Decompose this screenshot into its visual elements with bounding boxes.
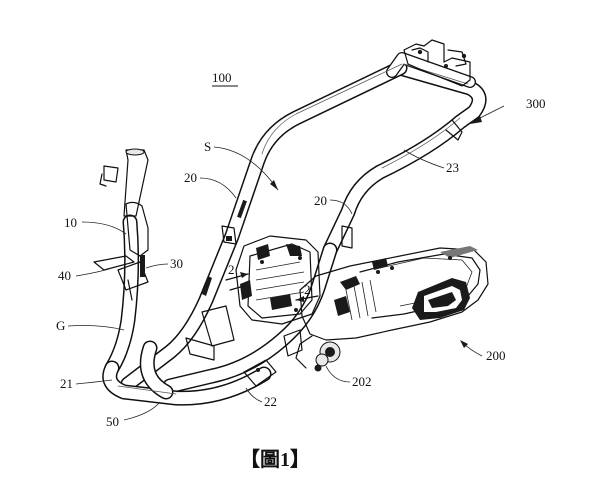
reference-labels: 100 300 S 20 20 23 10 40 30 2 2 G 200 20…: [56, 70, 546, 429]
label-200: 200: [486, 348, 506, 363]
leader-lines: [67, 105, 505, 421]
figure-caption: 【圖1】: [240, 448, 310, 471]
label-21: 21: [60, 376, 73, 391]
label-202: 202: [352, 374, 372, 389]
label-G: G: [56, 318, 65, 333]
label-30: 30: [170, 256, 183, 271]
label-S: S: [204, 139, 211, 154]
label-2-right: 2: [304, 282, 311, 297]
label-50: 50: [106, 414, 119, 429]
head-pipe: [93, 148, 149, 301]
label-100: 100: [212, 70, 232, 85]
frame-brackets: [185, 199, 353, 387]
label-300: 300: [526, 96, 546, 111]
main-frame: [102, 52, 487, 406]
label-10: 10: [64, 215, 77, 230]
label-2-left: 2: [228, 262, 235, 277]
label-20-left: 20: [184, 170, 197, 185]
label-23: 23: [446, 160, 459, 175]
rear-bracket: [403, 39, 471, 141]
engine-cylinder: [229, 235, 321, 325]
engine-unit: [295, 246, 489, 372]
label-40: 40: [58, 268, 71, 283]
label-22: 22: [264, 394, 277, 409]
label-20-right: 20: [314, 193, 327, 208]
